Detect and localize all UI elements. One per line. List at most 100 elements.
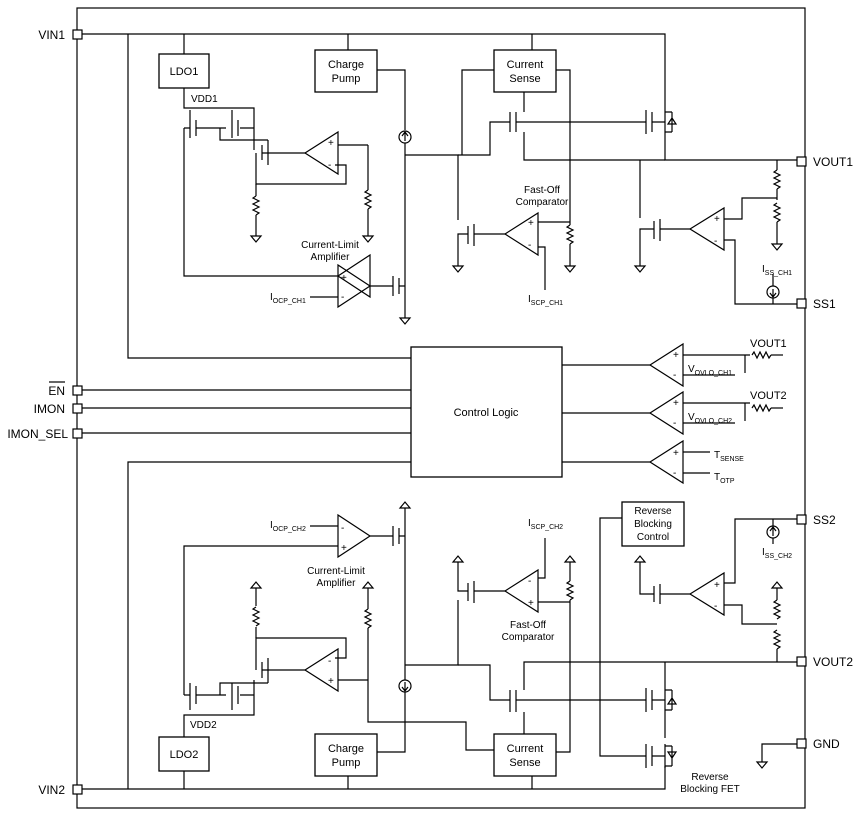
current-source-ch2 bbox=[398, 679, 412, 693]
pin-vout1: VOUT1 bbox=[796, 155, 853, 169]
ovlo-comparator-ch2: + - VOUT2 VOVLO_CH2 bbox=[648, 390, 787, 436]
otp-comparator: + - TSENSE TOTP bbox=[648, 439, 744, 485]
ldo2-block: LDO2 bbox=[158, 736, 210, 772]
svg-text:Control: Control bbox=[637, 532, 669, 543]
charge-pump-1-block: Charge Pump bbox=[314, 49, 378, 93]
svg-text:Sense: Sense bbox=[509, 73, 540, 85]
pin-imon-sel: IMON_SEL bbox=[7, 427, 83, 441]
fast-off-comparator-ch1: + - Fast-Off Comparator bbox=[503, 185, 569, 257]
svg-text:Reverse: Reverse bbox=[634, 506, 672, 517]
svg-text:Pump: Pump bbox=[332, 73, 361, 85]
control-logic-block: Control Logic bbox=[410, 346, 563, 478]
svg-text:Amplifier: Amplifier bbox=[311, 252, 351, 263]
pin-ss1: SS1 bbox=[796, 297, 836, 311]
vin2-rail bbox=[82, 766, 666, 790]
error-amp-ch1: + - bbox=[303, 130, 368, 176]
svg-text:+: + bbox=[341, 273, 347, 284]
svg-text:LDO1: LDO1 bbox=[170, 66, 199, 78]
svg-text:Amplifier: Amplifier bbox=[317, 578, 357, 589]
svg-text:-: - bbox=[528, 576, 531, 587]
svg-text:Fast-Off: Fast-Off bbox=[510, 620, 546, 631]
svg-text:IMON_SEL: IMON_SEL bbox=[7, 427, 68, 441]
svg-text:-: - bbox=[673, 418, 676, 429]
svg-text:-: - bbox=[341, 292, 344, 303]
svg-text:+: + bbox=[673, 350, 679, 361]
vin2-to-logic-wire bbox=[127, 461, 411, 789]
svg-text:+: + bbox=[328, 138, 334, 149]
iss-ch1-source bbox=[766, 274, 780, 304]
current-limit-amplifier-ch1: + - Current-Limit Amplifier bbox=[301, 240, 393, 309]
ss-amp-ch1: + - bbox=[688, 206, 725, 252]
svg-text:Blocking FET: Blocking FET bbox=[680, 784, 739, 795]
main-fet-ch2 bbox=[640, 688, 678, 712]
svg-text:+: + bbox=[528, 598, 534, 609]
svg-text:Control Logic: Control Logic bbox=[454, 407, 519, 419]
svg-text:Reverse: Reverse bbox=[691, 772, 729, 783]
svg-text:VIN2: VIN2 bbox=[38, 783, 65, 797]
svg-text:-: - bbox=[714, 601, 717, 612]
svg-text:Comparator: Comparator bbox=[502, 632, 555, 643]
svg-text:-: - bbox=[341, 523, 344, 534]
vin1-to-logic-wire bbox=[127, 34, 411, 359]
svg-text:VOVLO_CH1: VOVLO_CH1 bbox=[688, 364, 732, 377]
svg-text:+: + bbox=[328, 676, 334, 687]
svg-text:-: - bbox=[714, 236, 717, 247]
svg-text:-: - bbox=[673, 468, 676, 479]
iss-ch2-source bbox=[766, 519, 780, 544]
svg-text:VOUT2: VOUT2 bbox=[750, 390, 787, 402]
iscp-ch2-label: ISCP_CH2 bbox=[528, 518, 563, 531]
svg-text:Current: Current bbox=[507, 59, 544, 71]
iss-ch2-label: ISS_CH2 bbox=[762, 547, 792, 560]
svg-text:Sense: Sense bbox=[509, 757, 540, 769]
svg-text:Current-Limit: Current-Limit bbox=[307, 566, 365, 577]
svg-text:VOVLO_CH2: VOVLO_CH2 bbox=[688, 412, 732, 425]
error-amp-ch2: - + bbox=[303, 647, 368, 693]
ldo1-block: LDO1 bbox=[158, 53, 210, 89]
svg-text:LDO2: LDO2 bbox=[170, 749, 199, 761]
svg-text:Pump: Pump bbox=[332, 757, 361, 769]
pin-vin1: VIN1 bbox=[38, 28, 83, 42]
svg-text:Charge: Charge bbox=[328, 743, 364, 755]
svg-text:VOUT1: VOUT1 bbox=[813, 155, 853, 169]
main-fet-ch1 bbox=[640, 110, 678, 134]
iocp-ch1-label: IOCP_CH1 bbox=[270, 292, 306, 305]
svg-text:Blocking: Blocking bbox=[634, 519, 672, 530]
current-source-ch1 bbox=[398, 130, 412, 144]
pin-gnd: GND bbox=[796, 737, 840, 751]
svg-text:-: - bbox=[328, 160, 331, 171]
svg-text:VOUT1: VOUT1 bbox=[750, 338, 787, 350]
pin-imon: IMON bbox=[34, 402, 83, 416]
svg-text:IMON: IMON bbox=[34, 402, 65, 416]
svg-text:VIN1: VIN1 bbox=[38, 28, 65, 42]
current-sense-1-block: Current Sense bbox=[493, 49, 557, 93]
svg-text:TSENSE: TSENSE bbox=[714, 450, 744, 463]
ovlo-comparator-ch1: + - VOUT1 VOVLO_CH1 bbox=[648, 338, 787, 388]
current-limit-amplifier-ch2: - + Current-Limit Amplifier bbox=[307, 513, 393, 589]
vdd1-label: VDD1 bbox=[191, 94, 218, 105]
svg-text:GND: GND bbox=[813, 737, 840, 751]
svg-text:Comparator: Comparator bbox=[516, 197, 569, 208]
svg-text:SS1: SS1 bbox=[813, 297, 836, 311]
svg-text:Fast-Off: Fast-Off bbox=[524, 185, 560, 196]
svg-text:+: + bbox=[341, 543, 347, 554]
svg-text:-: - bbox=[673, 370, 676, 381]
svg-text:TOTP: TOTP bbox=[714, 472, 735, 485]
iscp-ch1-label: ISCP_CH1 bbox=[528, 294, 563, 307]
svg-text:+: + bbox=[673, 398, 679, 409]
svg-text:-: - bbox=[328, 656, 331, 667]
svg-text:Current: Current bbox=[507, 743, 544, 755]
reverse-blocking-control-block: Reverse Blocking Control bbox=[621, 501, 685, 547]
fast-off-comparator-ch2: - + Fast-Off Comparator bbox=[502, 568, 555, 643]
current-sense-2-block: Current Sense bbox=[493, 733, 557, 777]
svg-text:Current-Limit: Current-Limit bbox=[301, 240, 359, 251]
pin-vin2: VIN2 bbox=[38, 783, 83, 797]
svg-text:+: + bbox=[673, 448, 679, 459]
svg-text:-: - bbox=[528, 240, 531, 251]
vin1-rail bbox=[82, 33, 666, 110]
reverse-blocking-fet: Reverse Blocking FET bbox=[640, 744, 740, 795]
vdd2-label: VDD2 bbox=[190, 720, 217, 731]
pin-ss2: SS2 bbox=[796, 513, 836, 527]
iss-ch1-label: ISS_CH1 bbox=[762, 264, 792, 277]
